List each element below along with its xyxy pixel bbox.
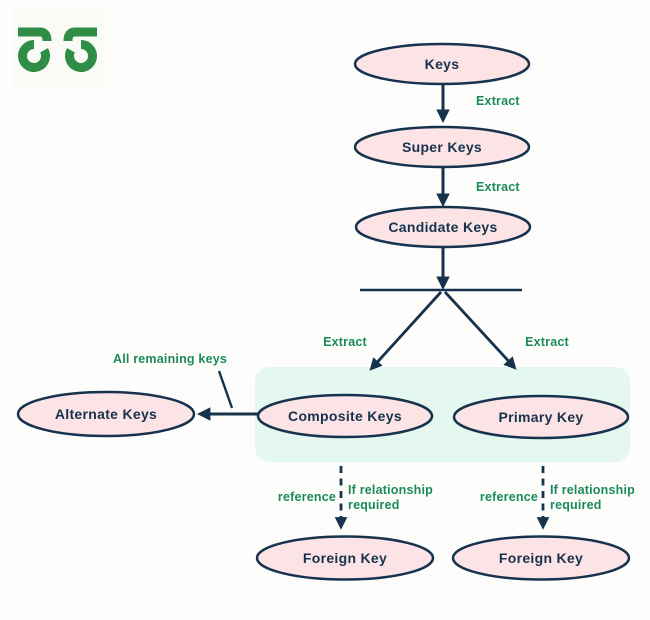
arrow-fork-to-compositekeys <box>369 291 443 371</box>
label-extract-to-primary: Extract <box>525 335 569 349</box>
node-foreign-key-left-ellipse <box>255 535 435 581</box>
node-foreign-key-right-ellipse <box>451 535 631 581</box>
label-extract-super-to-candidate: Extract <box>476 180 520 194</box>
node-super-keys-label: Super Keys <box>402 139 482 155</box>
leader-line-all-remaining-keys <box>217 370 234 409</box>
node-super-keys-ellipse <box>353 125 531 169</box>
node-foreign-key-right-label: Foreign Key <box>499 550 583 566</box>
node-composite-keys-label: Composite Keys <box>288 408 402 424</box>
label-extract-keys-to-super: Extract <box>476 94 520 108</box>
node-alternate-keys-label: Alternate Keys <box>55 406 157 422</box>
node-composite-keys-ellipse <box>256 393 434 439</box>
geeksforgeeks-logo-icon <box>18 27 97 72</box>
label-if-relationship-left-line1: If relationship <box>348 483 433 497</box>
node-keys-label: Keys <box>425 56 460 72</box>
node-primary-key-ellipse <box>452 394 630 440</box>
label-if-relationship-right-line2: required <box>550 498 602 512</box>
node-foreign-key-left-label: Foreign Key <box>303 550 387 566</box>
label-if-relationship-right-line1: If relationship <box>550 483 635 497</box>
label-extract-to-composite: Extract <box>323 335 367 349</box>
node-candidate-keys-label: Candidate Keys <box>388 219 497 235</box>
node-alternate-keys-ellipse <box>16 390 196 438</box>
node-primary-key-label: Primary Key <box>498 409 583 425</box>
node-candidate-keys-ellipse <box>354 205 532 249</box>
node-keys-ellipse <box>353 42 531 86</box>
label-all-remaining-keys: All remaining keys <box>113 352 227 366</box>
label-reference-right: reference <box>480 490 538 504</box>
label-reference-left: reference <box>278 490 336 504</box>
label-if-relationship-left-line2: required <box>348 498 400 512</box>
arrow-fork-to-primarykey <box>443 291 517 370</box>
